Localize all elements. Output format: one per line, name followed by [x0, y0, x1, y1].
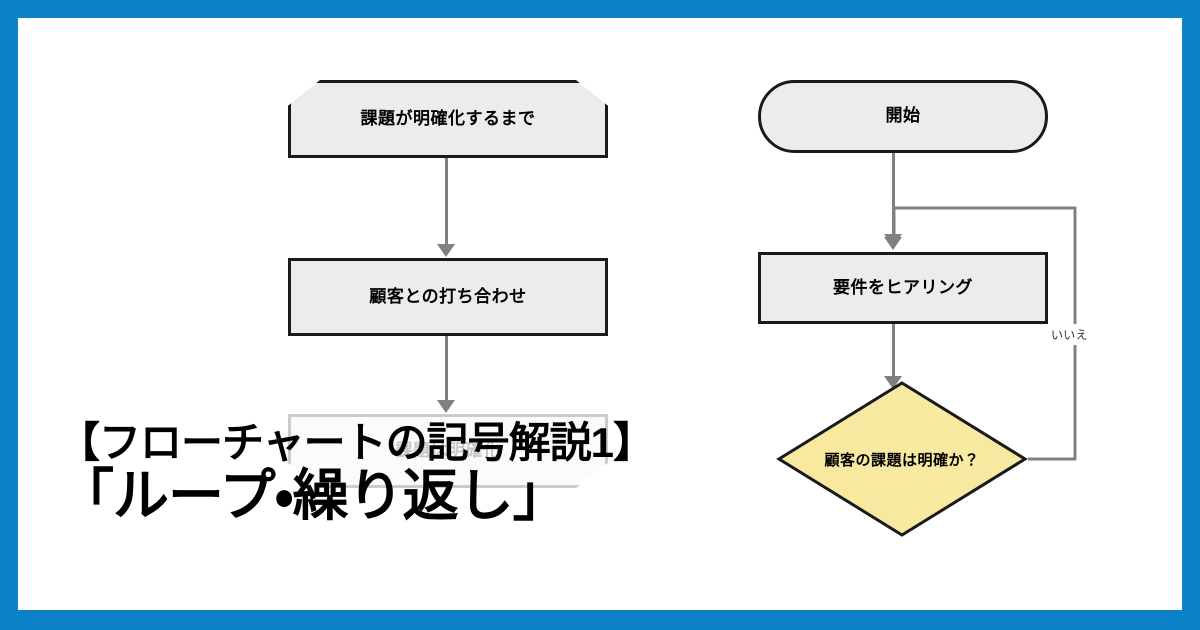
node-customer-meeting-label: 顧客との打ち合わせ	[369, 286, 527, 306]
connector-loopstart-to-meeting	[445, 158, 448, 248]
content-card: 課題が明確化するまで 顧客との打ち合わせ 課題は明確化	[18, 18, 1182, 610]
node-hearing-requirements[interactable]: 要件をヒアリング	[758, 252, 1048, 324]
node-loop-start-label: 課題が明確化するまで	[360, 108, 536, 128]
node-decision-problem-clear[interactable]: 顧客の課題は明確か？	[776, 380, 1028, 538]
arrowhead-loopstart-to-meeting	[437, 244, 455, 257]
node-customer-meeting[interactable]: 顧客との打ち合わせ	[288, 258, 608, 336]
arrowhead-meeting-to-loopend	[437, 400, 455, 413]
connector-hearing-to-decision	[892, 324, 895, 382]
arrowhead-loopback-to-hearing	[884, 234, 902, 247]
connector-start-to-hearing	[892, 153, 895, 241]
decision-diamond-shape	[776, 381, 1028, 537]
headline-line-2: 「ループ・繰り返し」	[58, 464, 569, 528]
connector-meeting-to-loopend	[445, 336, 448, 404]
node-hearing-requirements-label: 要件をヒアリング	[833, 277, 973, 297]
headline-overlay: 【フローチャートの記号解説1】 「ループ・繰り返し」	[58, 419, 655, 528]
node-start-label: 開始	[885, 106, 921, 126]
node-start[interactable]: 開始	[758, 80, 1048, 153]
headline-line-1: 【フローチャートの記号解説1】	[58, 419, 655, 467]
node-loop-start[interactable]: 課題が明確化するまで	[288, 80, 608, 158]
edge-label-no: いいえ	[1050, 324, 1089, 345]
